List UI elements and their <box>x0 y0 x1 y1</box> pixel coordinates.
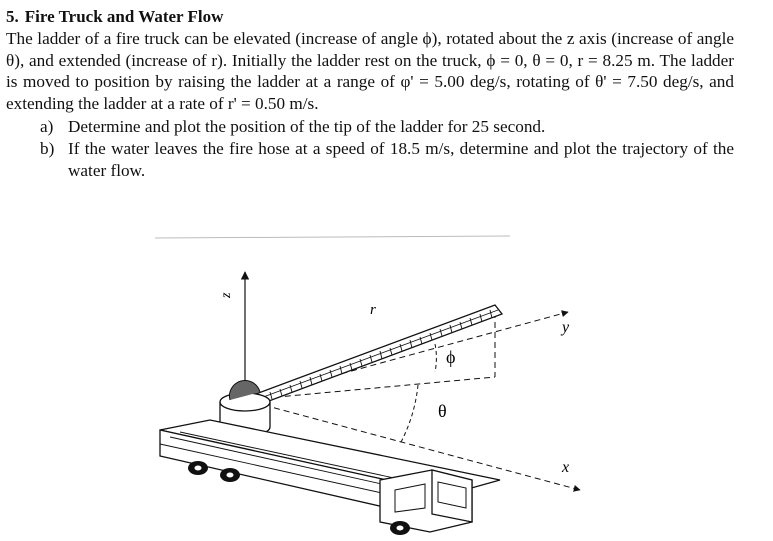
scan-line <box>154 235 511 239</box>
fire-truck-diagram: z y x ϕ θ r <box>154 235 581 535</box>
truck-wheels <box>188 461 410 535</box>
ladder <box>244 304 504 409</box>
problem-parts: a) Determine and plot the position of th… <box>6 116 734 181</box>
part-a-label: a) <box>40 117 54 137</box>
r-projection-line <box>244 376 496 401</box>
fire-truck-figure: z y x ϕ θ r <box>150 232 600 541</box>
problem-statement: The ladder of a fire truck can be elevat… <box>6 29 734 113</box>
part-b-text: If the water leaves the fire hose at a s… <box>68 138 734 180</box>
theta-arc <box>399 384 419 445</box>
part-b-label: b) <box>40 138 55 158</box>
problem-number: 5. <box>6 7 19 26</box>
theta-label: θ <box>438 401 447 421</box>
problem-title-text: Fire Truck and Water Flow <box>24 7 224 26</box>
phi-label: ϕ <box>446 347 455 367</box>
r-label: r <box>370 302 376 318</box>
problem-block: 5. Fire Truck and Water Flow The ladder o… <box>6 6 734 181</box>
y-axis-label: y <box>560 319 570 336</box>
truck-cab <box>379 469 473 533</box>
x-axis-label: x <box>561 459 569 476</box>
part-a: a) Determine and plot the position of th… <box>6 116 734 138</box>
x-axis <box>244 399 581 492</box>
problem-title: 5. Fire Truck and Water Flow <box>6 6 734 27</box>
part-a-text: Determine and plot the position of the t… <box>68 117 546 137</box>
phi-arc <box>434 343 437 373</box>
z-axis-label: z <box>219 292 234 299</box>
part-b: b) If the water leaves the fire hose at … <box>6 138 734 181</box>
